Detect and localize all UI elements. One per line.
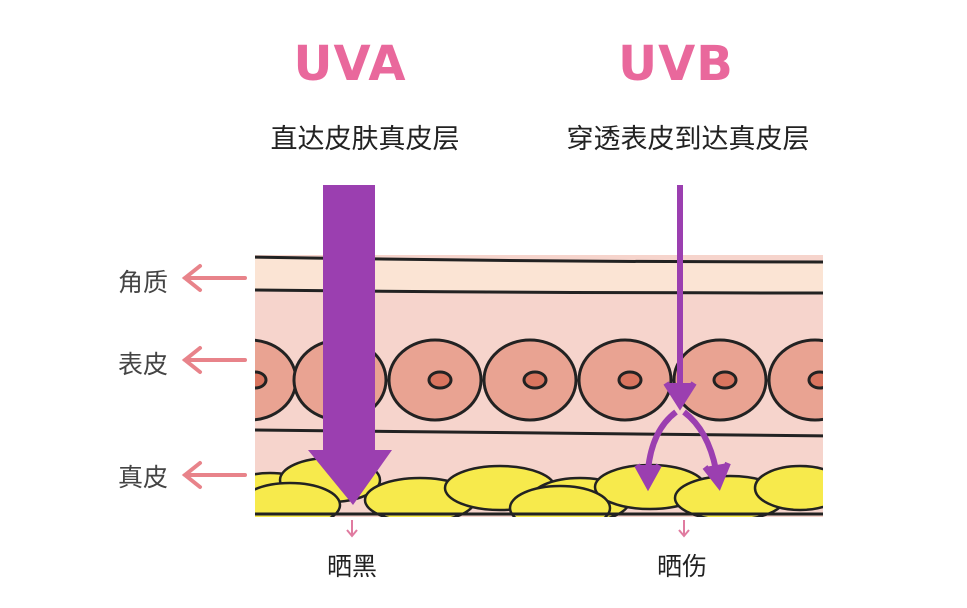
uva-description: 直达皮肤真皮层 [270, 124, 460, 155]
cell-nucleus-icon [427, 370, 453, 390]
cell-nucleus-icon [522, 370, 548, 390]
cell-nucleus-icon [807, 370, 823, 390]
uvb-description: 穿透表皮到达真皮层 [566, 124, 810, 155]
layer-pointer-arrows [181, 264, 247, 489]
cell-nucleus-icon [712, 370, 738, 390]
fat-cell-icon [255, 481, 342, 517]
cell-icon [767, 338, 823, 422]
burn-pointer-icon [678, 520, 690, 538]
cell-nucleus-icon [617, 370, 643, 390]
label-corneum: 角质 [117, 268, 169, 297]
tan-pointer-icon [346, 520, 358, 538]
label-dermis: 真皮 [117, 463, 169, 492]
uvb-effect: 晒伤 [656, 552, 708, 581]
label-epidermis: 表皮 [117, 350, 169, 379]
dermis-arrow-icon [181, 461, 247, 489]
fat-cell-icon [508, 484, 612, 517]
uva-arrow-icon [308, 185, 392, 505]
uvb-title: UVB [618, 36, 734, 92]
fat-cell-icon [753, 464, 823, 512]
cell-nucleus-icon [255, 370, 268, 390]
epidermis-arrow-icon [181, 346, 247, 374]
uvb-arrow-icon [634, 185, 731, 492]
cell-icon [255, 338, 298, 422]
corneum-arrow-icon [181, 264, 247, 292]
uva-effect: 晒黑 [326, 552, 378, 581]
uva-title: UVA [293, 36, 407, 92]
